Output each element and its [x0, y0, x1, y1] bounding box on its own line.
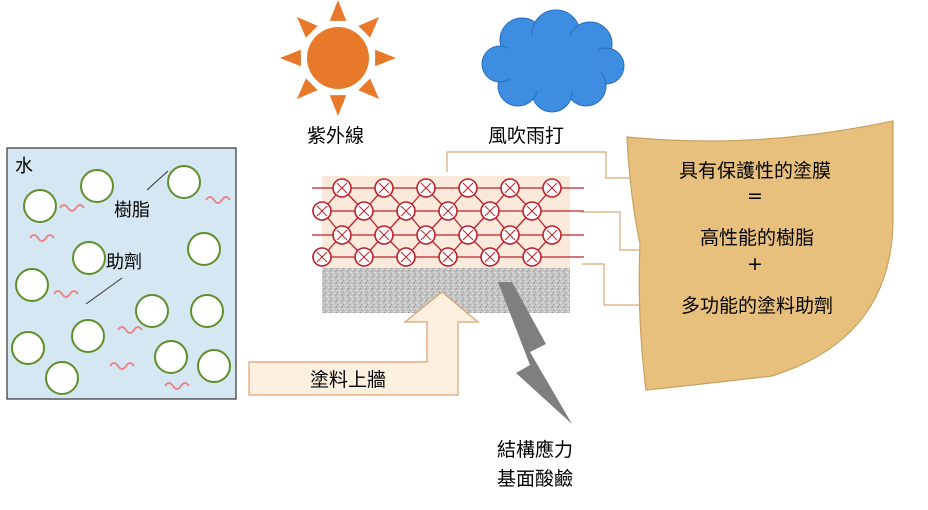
mesh-nodes [312, 178, 562, 267]
mesh-node-cross [462, 182, 474, 194]
mesh-node-cross [378, 229, 390, 241]
shield-line3: 多功能的塗料助劑 [681, 294, 833, 317]
resin-particle [71, 319, 105, 353]
additive-squiggle [53, 290, 79, 298]
resin-particle [45, 361, 79, 395]
apply-arrow: 塗料上牆 [248, 291, 480, 396]
mesh-node-cross [462, 229, 474, 241]
mesh-node-cross [358, 205, 370, 217]
cloud-icon [481, 9, 625, 113]
mesh-node-cross [400, 251, 412, 263]
water-tank: 水 樹脂 助劑 [6, 147, 237, 400]
additive-squiggle [117, 326, 143, 334]
resin-particle [167, 165, 201, 199]
stress-line2: 基面酸鹼 [497, 468, 573, 490]
mesh-node-cross [526, 251, 538, 263]
sun-ray [329, 95, 347, 116]
additive-squiggle [205, 196, 231, 204]
mesh-node-cross [358, 251, 370, 263]
resin-particle [135, 294, 169, 328]
resin-particle [23, 189, 57, 223]
shield-eq: = [747, 185, 763, 207]
sun-ray [375, 49, 396, 67]
resin-particle [80, 169, 114, 203]
resin-particle [197, 349, 231, 383]
shield-plus: + [747, 253, 763, 275]
mesh-node-cross [420, 182, 432, 194]
mesh-node-cross [442, 251, 454, 263]
weather-label: 風吹雨打 [488, 125, 564, 147]
uv-label: 紫外線 [307, 125, 364, 147]
mesh-node-cross [504, 182, 516, 194]
water-label: 水 [15, 156, 33, 177]
resin-particles [11, 165, 231, 395]
coating-film [312, 176, 584, 313]
shield-line2: 高性能的樹脂 [700, 227, 814, 249]
resin-particle [187, 232, 221, 266]
additive-squiggle [164, 382, 190, 390]
mesh-node-cross [484, 251, 496, 263]
sun-ray [296, 78, 318, 100]
mesh-node-cross [336, 182, 348, 194]
sun-icon [280, 0, 396, 116]
additive-squiggles [29, 196, 231, 390]
additive-squiggle [59, 204, 85, 212]
sun-ray [329, 0, 347, 21]
mesh-node-cross [546, 182, 558, 194]
sun-ray [296, 16, 318, 38]
sun-ray [358, 78, 380, 100]
sun-ray [280, 49, 301, 67]
lightning-bolt-icon [498, 282, 572, 424]
shield: 具有保護性的塗膜 = 高性能的樹脂 + 多功能的塗料助劑 [626, 120, 894, 391]
resin-pointer [146, 170, 169, 191]
resin-particle [154, 340, 188, 374]
resin-particle [72, 241, 106, 275]
resin-particle [15, 268, 49, 302]
additive-squiggle [109, 362, 135, 370]
apply-label: 塗料上牆 [310, 368, 386, 391]
mesh-node-cross [442, 205, 454, 217]
resin-particle [190, 294, 224, 328]
mesh-node-cross [316, 205, 328, 217]
mesh-node-cross [526, 205, 538, 217]
mesh-node-cross [420, 229, 432, 241]
resin-particle [11, 331, 45, 365]
mesh-node-cross [378, 182, 390, 194]
additive-squiggle [29, 234, 55, 242]
additive-pointer [85, 277, 123, 305]
mesh-node-cross [316, 251, 328, 263]
shield-line1: 具有保護性的塗膜 [679, 159, 831, 182]
sun-ray [358, 16, 380, 38]
resin-label: 樹脂 [114, 200, 150, 221]
stress-line1: 結構應力 [497, 438, 573, 461]
mesh-node-cross [400, 205, 412, 217]
mesh-node-cross [504, 229, 516, 241]
mesh-node-cross [546, 229, 558, 241]
additive-label: 助劑 [106, 252, 142, 273]
mesh-node-cross [336, 229, 348, 241]
mesh-node-cross [484, 205, 496, 217]
